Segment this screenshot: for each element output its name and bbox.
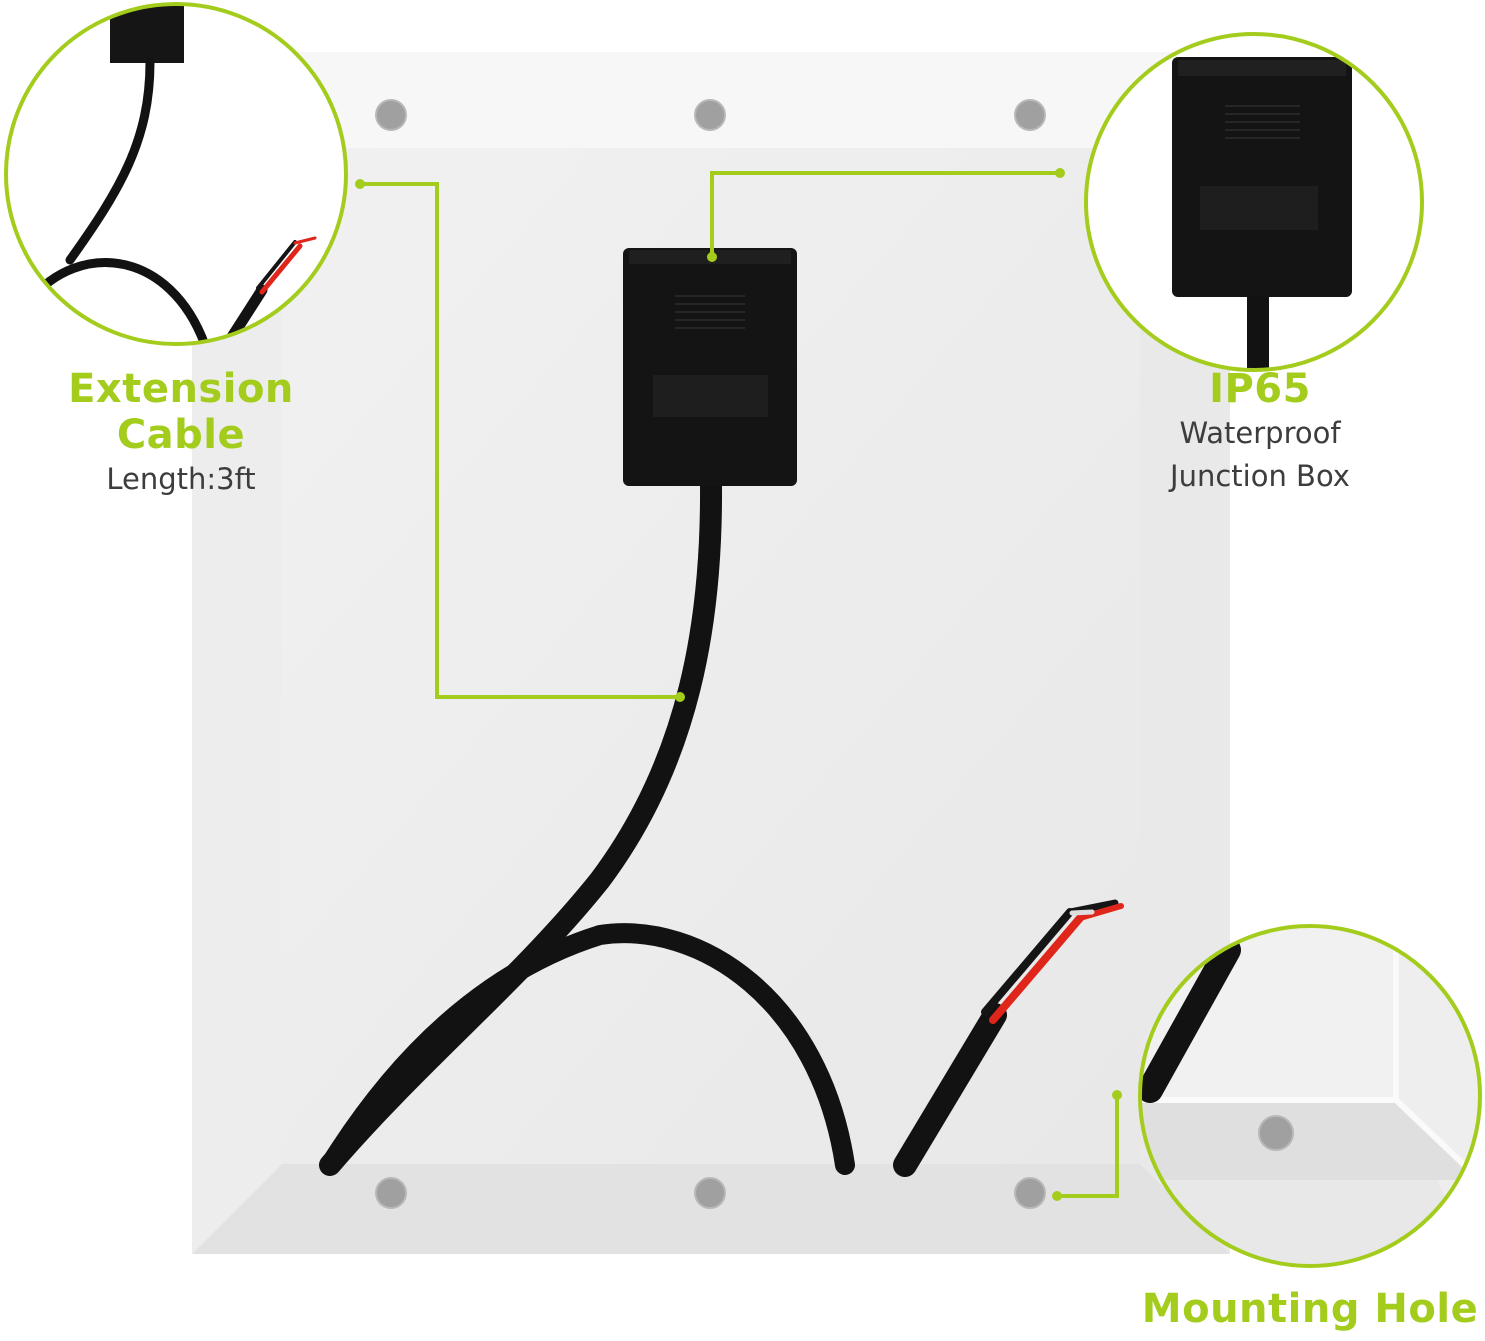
leader-line-extension-cable bbox=[360, 182, 680, 699]
junction-box-zoom bbox=[1084, 32, 1424, 372]
extension-cable-label: Extension Cable Length:3ft bbox=[0, 366, 362, 501]
mounting-hole-icon bbox=[1014, 1177, 1046, 1209]
junction-box-rating: IP65 bbox=[1209, 366, 1311, 412]
mounting-hole-icon bbox=[694, 1177, 726, 1209]
mounting-hole-icon bbox=[1014, 99, 1046, 131]
mounting-holes bbox=[375, 99, 1046, 1209]
mounting-hole-icon bbox=[375, 1177, 407, 1209]
junction-box bbox=[623, 248, 797, 486]
mounting-hole-icon bbox=[375, 99, 407, 131]
leader-lines bbox=[360, 171, 1119, 1198]
mounting-hole-icon bbox=[694, 99, 726, 131]
junction-box-detail-line1: Waterproof bbox=[1179, 416, 1341, 450]
junction-box-detail-line2: Junction Box bbox=[1170, 459, 1350, 493]
leader-dots bbox=[355, 168, 1122, 1201]
leader-line-junction-box bbox=[710, 171, 1060, 257]
extension-cable bbox=[319, 474, 1007, 1177]
mounting-hole-label: Mounting Hole bbox=[1140, 1286, 1480, 1332]
mounting-hole-zoom bbox=[1138, 924, 1482, 1268]
cable-wire-ends bbox=[981, 899, 1124, 1024]
extension-cable-title: Extension Cable bbox=[68, 366, 294, 458]
mounting-hole-title: Mounting Hole bbox=[1141, 1286, 1479, 1332]
leader-line-mounting-hole bbox=[1057, 1095, 1119, 1198]
extension-cable-length: Length:3ft bbox=[106, 462, 256, 496]
junction-box-label: IP65 Waterproof Junction Box bbox=[1115, 366, 1405, 498]
extension-cable-zoom bbox=[4, 2, 348, 346]
